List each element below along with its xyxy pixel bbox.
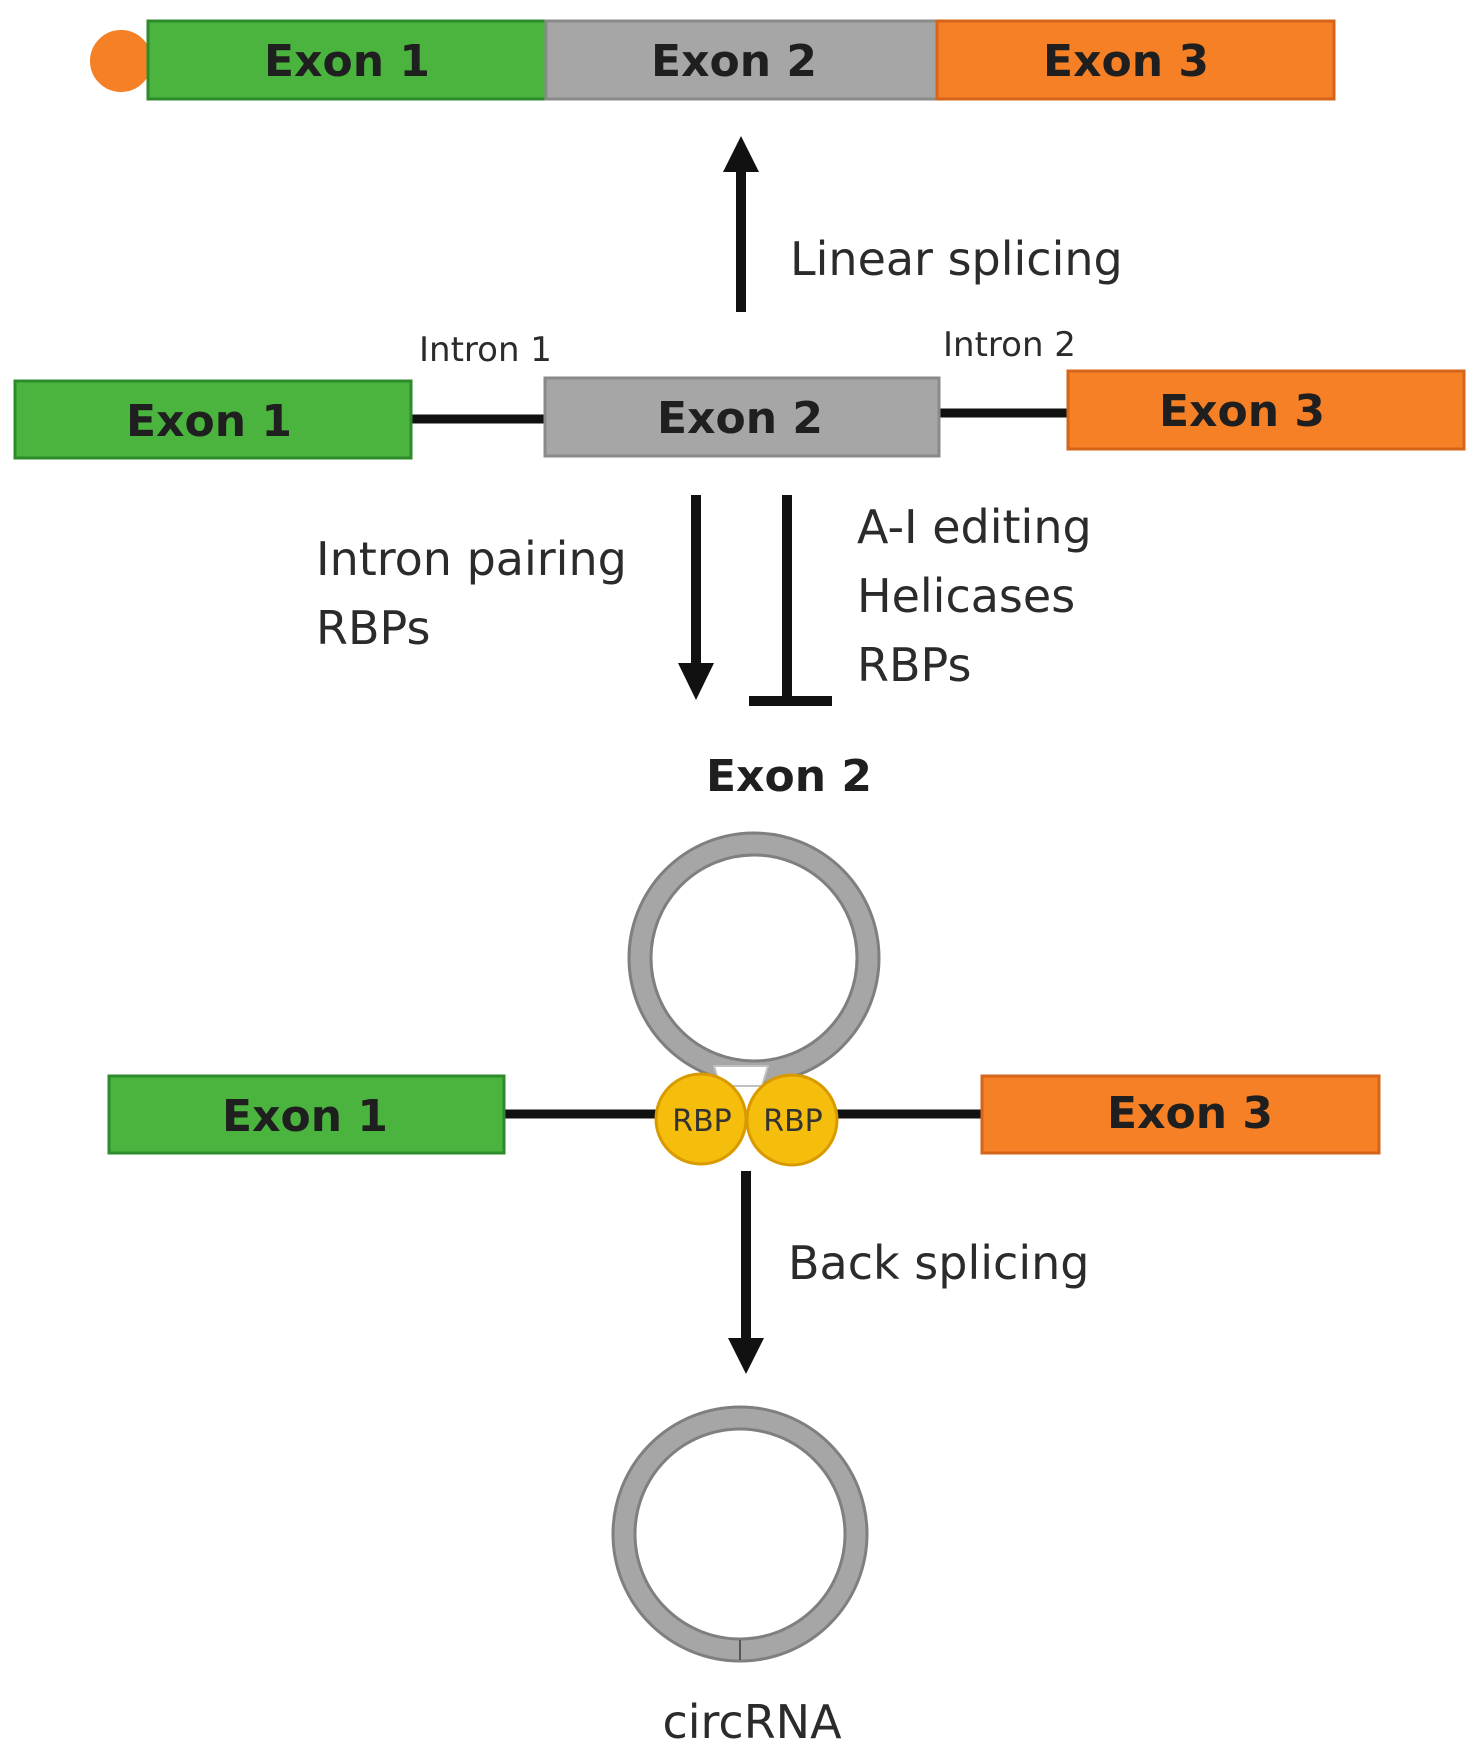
lariat: Exon 1 Exon 3 RBP RBP: [107, 831, 1381, 1167]
back-splicing-label: Back splicing: [788, 1236, 1089, 1290]
mature-exon2-box: [544, 19, 939, 101]
rbp-right-label: RBP: [763, 1104, 823, 1139]
back-splicing-arrowhead: [728, 1338, 764, 1374]
intron2-label: Intron 2: [943, 325, 1076, 365]
lariat-exon3-label: Exon 3: [1107, 1088, 1273, 1139]
lariat-exon1-label: Exon 1: [222, 1091, 388, 1142]
circrna-label: circRNA: [662, 1695, 842, 1749]
rbp-right: [745, 1073, 839, 1167]
pre-exon3-box: [1066, 369, 1466, 451]
exon2-loop-inner: [649, 853, 859, 1063]
inhibiting-factor-1: A-I editing: [857, 500, 1092, 554]
mature-exon3-box: [935, 19, 1336, 101]
lariat-exon2-label: Exon 2: [706, 751, 872, 802]
pre-exon1-box: [13, 379, 413, 460]
linear-splicing-arrow: [723, 136, 759, 312]
pre-exon3-label: Exon 3: [1159, 386, 1325, 437]
promote-arrow: [678, 495, 714, 700]
pre-exon1-label: Exon 1: [126, 396, 292, 447]
linear-splicing-arrowhead: [723, 136, 759, 172]
intron1-label: Intron 1: [419, 330, 552, 370]
rbp-left-label: RBP: [672, 1104, 732, 1139]
inhibiting-factor-3: RBPs: [857, 638, 971, 692]
pre-mrna: Exon 1 Exon 2 Exon 3 Intron 1 Intron 2: [13, 325, 1466, 460]
back-splicing-arrow: [728, 1171, 764, 1374]
mature-exon3-label: Exon 3: [1043, 36, 1209, 87]
circrna-ring-inner: [633, 1427, 847, 1641]
inhibit-arrow: [749, 495, 832, 706]
linear-splicing-label: Linear splicing: [790, 232, 1123, 286]
circrna: [611, 1405, 869, 1663]
mature-exon1-label: Exon 1: [264, 36, 430, 87]
inhibiting-factor-2: Helicases: [857, 569, 1075, 623]
lariat-exon3-box: [980, 1074, 1381, 1155]
promoting-factor-1: Intron pairing: [316, 532, 627, 586]
pre-exon2-label: Exon 2: [657, 393, 823, 444]
mature-mrna: Exon 1 Exon 2 Exon 3: [90, 19, 1336, 101]
lariat-exon1-box: [107, 1074, 506, 1155]
promoting-factor-2: RBPs: [316, 601, 430, 655]
mature-exon1-box: [146, 19, 548, 101]
promote-arrowhead: [678, 663, 714, 700]
mature-exon2-label: Exon 2: [651, 36, 817, 87]
pre-exon2-box: [543, 376, 941, 458]
five-prime-cap: [90, 30, 152, 92]
